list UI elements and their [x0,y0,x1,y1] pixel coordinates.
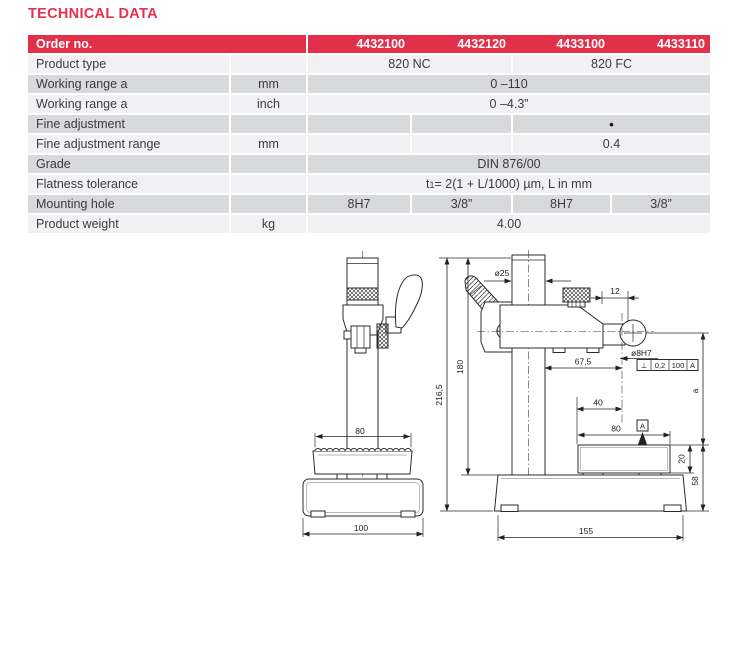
unit-cell [229,195,306,215]
unit-cell: mm [229,75,306,95]
unit-cell [229,55,306,75]
row-label: Flatness tolerance [28,175,229,195]
header-col-4433100: 4433100 [511,35,610,55]
unit-cell [229,175,306,195]
value-820fc: 820 FC [511,55,710,75]
header-col-4432100: 4432100 [306,35,410,55]
row-grade: Grade DIN 876/00 [28,155,710,175]
row-product-weight: Product weight kg 4.00 [28,215,710,235]
page-title: TECHNICAL DATA [28,6,158,22]
label-hole-diameter: ø8H7 [631,348,652,358]
row-label: Working range a [28,75,229,95]
value-product-weight: 4.00 [306,215,710,235]
row-working-range-inch: Working range a inch 0 –4.3” [28,95,710,115]
dim-side-holder-width: 12 [610,286,620,296]
dim-side-anvil-offset: 40 [593,398,603,408]
fcf-perpendicularity-symbol: ⊥ [641,361,648,370]
row-label: Product type [28,55,229,75]
value-mounting-hole-2: 3/8” [410,195,511,215]
header-col-4433110: 4433110 [610,35,710,55]
row-fine-adjustment: Fine adjustment • [28,115,710,135]
value-working-range-mm: 0 –110 [306,75,710,95]
dim-side-working-range: a [690,388,700,393]
row-working-range-mm: Working range a mm 0 –110 [28,75,710,95]
technical-drawing: 80 100 216,5 180 ø25 [280,245,752,560]
fcf-reference-length: 100 [672,361,685,370]
dim-side-arm-reach: 67,5 [575,357,592,367]
fcf-tolerance: 0,2 [655,361,665,370]
value-fine-adjustment-dot: • [511,115,710,135]
dim-side-column-height: 180 [455,360,465,374]
dim-side-anvil-top-height: 58 [690,476,700,486]
row-mounting-hole: Mounting hole 8H7 3/8” 8H7 3/8” [28,195,710,215]
datum-label: A [640,422,645,431]
row-label: Working range a [28,95,229,115]
technical-data-table: Order no. 4432100 4432120 4433100 443311… [28,35,710,235]
datum-triangle [638,432,647,445]
value-working-range-inch: 0 –4.3” [306,95,710,115]
dim-side-column-diameter: ø25 [495,268,510,278]
dim-side-anvil-height: 20 [677,454,687,464]
row-label: Mounting hole [28,195,229,215]
drawing-canvas: 80 100 216,5 180 ø25 [302,250,709,541]
formula-rest: = 2(1 + L/1000) µm, L in mm [434,177,592,191]
empty-cell [306,115,410,135]
row-product-type: Product type 820 NC 820 FC [28,55,710,75]
front-view-drawing: 80 100 [302,251,424,537]
row-fine-adjustment-range: Fine adjustment range mm 0.4 [28,135,710,155]
fcf-datum: A [690,361,695,370]
dim-front-anvil-width: 80 [355,426,365,436]
empty-cell [306,135,410,155]
unit-cell: mm [229,135,306,155]
dim-front-base-width: 100 [354,523,368,533]
row-label: Product weight [28,215,229,235]
header-col-4432120: 4432120 [410,35,511,55]
unit-cell [229,115,306,135]
unit-cell [229,155,306,175]
value-mounting-hole-1: 8H7 [306,195,410,215]
value-grade: DIN 876/00 [306,155,710,175]
value-fine-adjustment-range: 0.4 [511,135,710,155]
dim-side-base-depth: 155 [579,526,593,536]
row-label: Grade [28,155,229,175]
dim-side-anvil-depth: 80 [611,424,621,434]
value-820nc: 820 NC [306,55,511,75]
formula-t: t [425,177,430,191]
unit-cell: kg [229,215,306,235]
row-label: Fine adjustment [28,115,229,135]
side-view-drawing: 216,5 180 ø25 [434,250,709,541]
empty-cell [410,115,511,135]
dim-side-total-height: 216,5 [434,384,444,406]
value-mounting-hole-3: 8H7 [511,195,610,215]
unit-cell: inch [229,95,306,115]
row-label: Fine adjustment range [28,135,229,155]
header-order-no: Order no. [28,35,306,55]
table-header-row: Order no. 4432100 4432120 4433100 443311… [28,35,710,55]
value-mounting-hole-4: 3/8” [610,195,710,215]
empty-cell [410,135,511,155]
feature-control-frame: ⊥ 0,2 100 A [636,359,699,371]
formula-subscript: 1 [429,180,435,190]
